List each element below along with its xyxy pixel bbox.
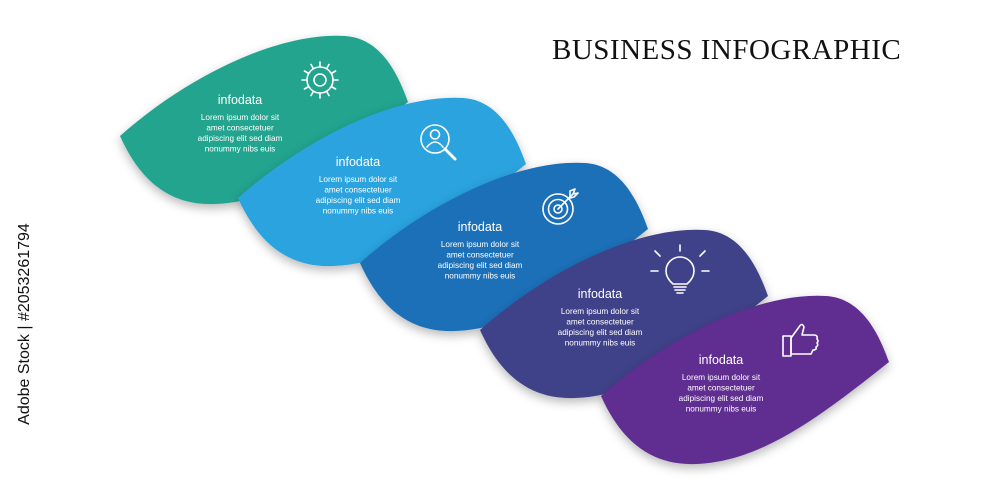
step-3-heading: infodata: [458, 220, 503, 234]
step-3-leaf-shape: [360, 162, 648, 332]
step-2-heading: infodata: [336, 155, 381, 169]
step-1-body-line: Lorem ipsum dolor sit: [201, 113, 280, 122]
step-1-heading: infodata: [218, 93, 263, 107]
step-4-body-line: Lorem ipsum dolor sit: [561, 307, 640, 316]
step-5-heading: infodata: [699, 353, 744, 367]
step-3-body-line: amet consectetuer: [446, 251, 514, 260]
step-2-body-line: nonummy nibs euis: [323, 207, 394, 216]
step-3-body-line: nonummy nibs euis: [445, 272, 516, 281]
step-2-body-line: adipiscing elit sed diam: [316, 196, 401, 205]
step-1-leaf-shape: [120, 35, 408, 205]
step-5-body-line: adipiscing elit sed diam: [679, 394, 764, 403]
step-2-body-line: Lorem ipsum dolor sit: [319, 175, 398, 184]
step-4-leaf-shape: [480, 229, 768, 399]
step-1-body-line: amet consectetuer: [206, 124, 274, 133]
user-search-icon: [420, 124, 457, 161]
thumbs-up-icon: [782, 323, 819, 357]
step-5-body-line: Lorem ipsum dolor sit: [682, 373, 761, 382]
step-5-body-line: amet consectetuer: [687, 384, 755, 393]
step-1-body-line: adipiscing elit sed diam: [198, 134, 283, 143]
step-4-heading: infodata: [578, 287, 623, 301]
step-2-body-line: amet consectetuer: [324, 186, 392, 195]
step-3-body-line: Lorem ipsum dolor sit: [441, 240, 520, 249]
step-1-body-line: nonummy nibs euis: [205, 145, 276, 154]
step-4-body-line: amet consectetuer: [566, 318, 634, 327]
step-2-leaf-shape: [238, 97, 526, 267]
step-3-body-line: adipiscing elit sed diam: [438, 261, 523, 270]
page-title: BUSINESS INFOGRAPHIC: [552, 34, 902, 66]
step-4-body-line: adipiscing elit sed diam: [558, 328, 643, 337]
target-icon: [542, 188, 579, 225]
gear-icon: [301, 61, 339, 99]
step-4-body-line: nonummy nibs euis: [565, 339, 636, 348]
lightbulb-icon: [650, 244, 710, 294]
step-5-body-line: nonummy nibs euis: [686, 405, 757, 414]
